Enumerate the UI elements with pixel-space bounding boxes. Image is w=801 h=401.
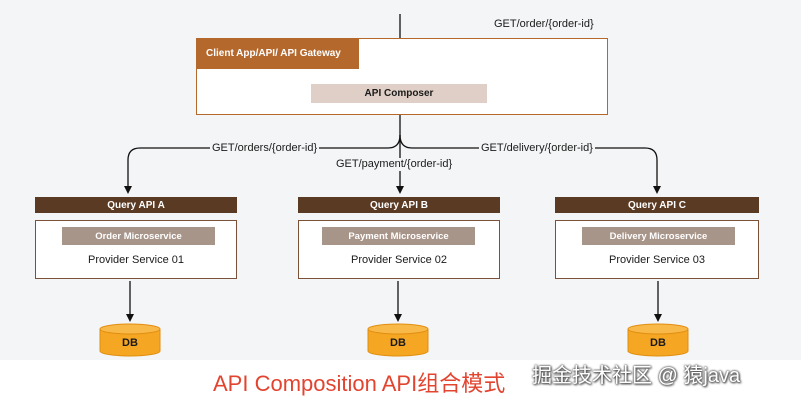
db-b-label: DB [390, 337, 406, 349]
edge-label-right: GET/delivery/{order-id} [479, 142, 595, 155]
db-a-cylinder [99, 323, 161, 357]
edge-to-api-a [124, 134, 401, 194]
query-api-a-header: Query API A [35, 197, 237, 213]
delivery-microservice-label: Delivery Microservice [582, 227, 735, 245]
db-c-label: DB [650, 337, 666, 349]
db-b-cylinder [367, 323, 429, 357]
edge-label-middle: GET/payment/{order-id} [334, 158, 455, 171]
query-api-b-header: Query API B [298, 197, 500, 213]
db-c-cylinder [627, 323, 689, 357]
api-composer: API Composer [311, 84, 487, 103]
query-api-c-header: Query API C [555, 197, 759, 213]
edge-label-left: GET/orders/{order-id} [210, 142, 320, 155]
provider-service-01: Provider Service 01 [88, 254, 184, 266]
edge-label-top: GET/order/{order-id} [492, 18, 596, 31]
order-microservice-label: Order Microservice [62, 227, 215, 245]
edge-to-api-c [399, 134, 661, 194]
gateway-label: Client App/API/ API Gateway [196, 38, 359, 69]
db-a-label: DB [122, 337, 138, 349]
payment-microservice-label: Payment Microservice [322, 227, 475, 245]
diagram-caption: API Composition API组合模式 [213, 371, 506, 396]
provider-service-02: Provider Service 02 [351, 254, 447, 266]
watermark: 掘金技术社区 @ 猿java [532, 365, 741, 387]
provider-service-03: Provider Service 03 [609, 254, 705, 266]
